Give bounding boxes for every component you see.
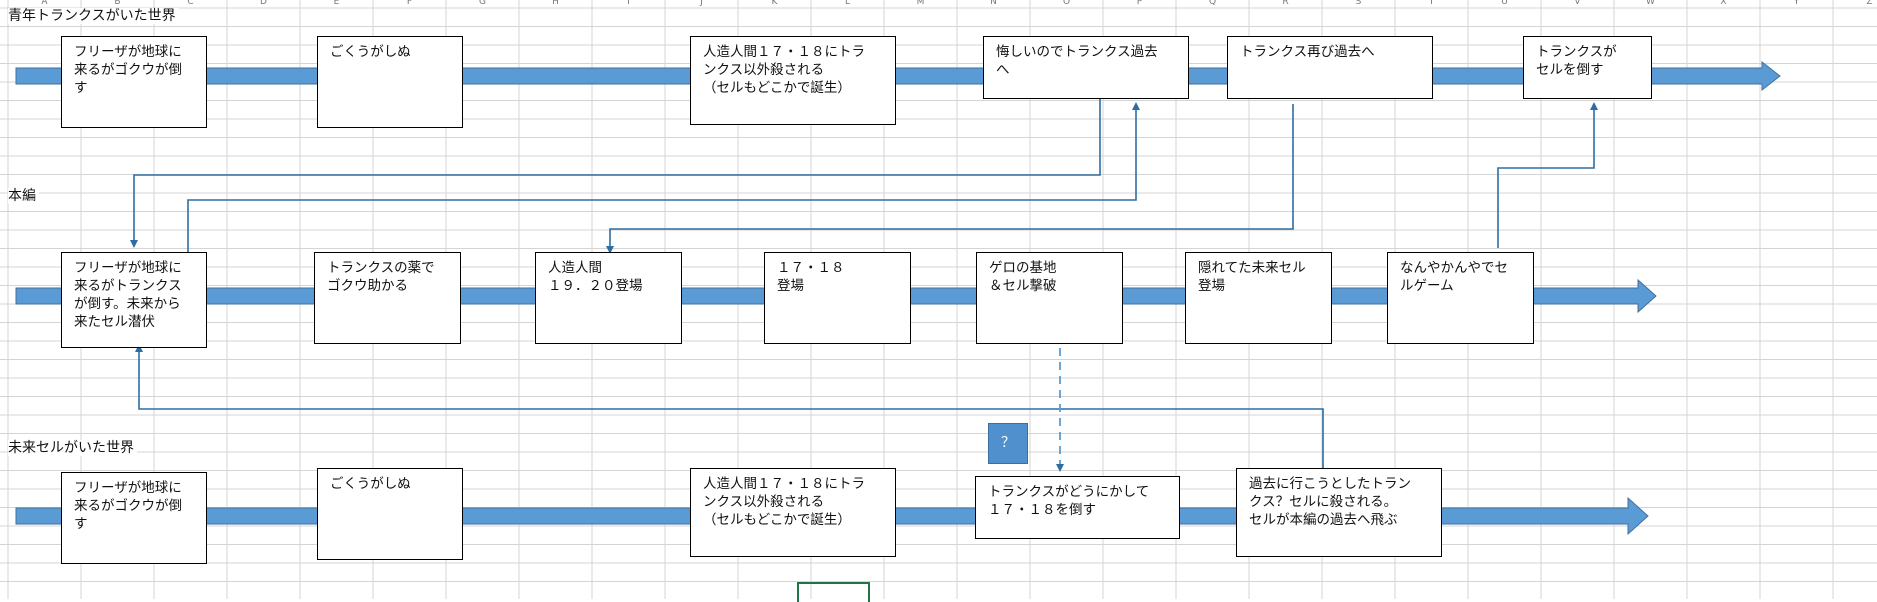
event-box-bottom-2[interactable]: ごくうがしぬ xyxy=(317,468,463,560)
event-box-middle-7[interactable]: なんやかんやでセ ルゲーム xyxy=(1387,252,1534,344)
timeline-top-arrow xyxy=(16,62,1780,90)
connector-top-regret-to-middle-frieza xyxy=(134,99,1100,244)
event-box-middle-2[interactable]: トランクスの薬で ゴクウ助かる xyxy=(314,252,461,344)
question-box[interactable]: ？ xyxy=(988,423,1028,464)
row-label-main-story: 本編 xyxy=(8,188,39,204)
event-box-middle-6[interactable]: 隠れてた未来セル 登場 xyxy=(1185,252,1332,344)
event-box-top-6[interactable]: トランクスが セルを倒す xyxy=(1523,36,1652,99)
event-box-top-3[interactable]: 人造人間１７・１８にトラ ンクス以外殺される （セルもどこかで誕生） xyxy=(690,36,896,125)
connector-top-again-to-middle-android xyxy=(610,104,1293,250)
event-box-bottom-3[interactable]: 人造人間１７・１８にトラ ンクス以外殺される （セルもどこかで誕生） xyxy=(690,468,896,557)
row-label-young-trunks-world: 青年トランクスがいた世界 xyxy=(8,8,179,24)
event-box-top-5[interactable]: トランクス再び過去へ xyxy=(1227,36,1433,99)
event-box-bottom-1[interactable]: フリーザが地球に 来るがゴクウが倒 す xyxy=(61,472,207,564)
row-label-future-cell-world: 未来セルがいた世界 xyxy=(8,440,137,456)
event-box-top-2[interactable]: ごくうがしぬ xyxy=(317,36,463,128)
event-box-middle-1[interactable]: フリーザが地球に 来るがトランクス が倒す。未来から 来たセル潜伏 xyxy=(61,252,207,348)
selected-cell-indicator[interactable] xyxy=(797,582,870,602)
event-box-top-1[interactable]: フリーザが地球に 来るがゴクウが倒 す xyxy=(61,36,207,128)
event-box-middle-4[interactable]: １７・１８ 登場 xyxy=(764,252,911,344)
connector-middle-cellgame-to-top-defeat xyxy=(1498,106,1594,248)
connector-bottom-killed-to-middle-frieza xyxy=(139,348,1323,468)
event-box-middle-5[interactable]: ゲロの基地 ＆セル撃破 xyxy=(976,252,1123,344)
event-box-middle-3[interactable]: 人造人間 １９．２０登場 xyxy=(535,252,682,344)
event-box-bottom-5[interactable]: 過去に行こうとしたトラン クス？セルに殺される。 セルが本編の過去へ飛ぶ xyxy=(1236,468,1442,557)
event-box-top-4[interactable]: 悔しいのでトランクス過去 へ xyxy=(983,36,1189,99)
event-box-bottom-4[interactable]: トランクスがどうにかして １７・１８を倒す xyxy=(975,476,1180,539)
